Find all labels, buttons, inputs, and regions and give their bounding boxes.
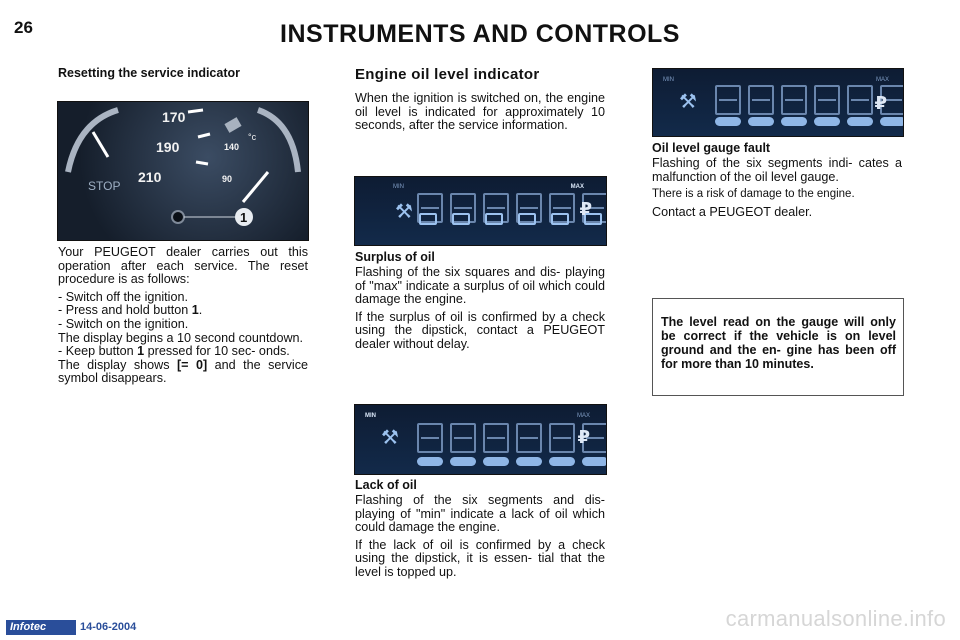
fault-heading: Oil level gauge fault [652, 141, 771, 155]
step-switch-on: - Switch on the ignition. [58, 316, 189, 331]
reset-steps: - Switch off the ignition. - Press and h… [58, 289, 308, 332]
lcd-fault-figure: MIN MAX ⚒ ₽ [652, 68, 904, 137]
footer-date: 14-06-2004 [80, 621, 137, 633]
page-number: 26 [14, 18, 33, 37]
lcd-min-label-active: MIN [365, 413, 376, 419]
callout-1: 1 [240, 210, 247, 225]
note-text: The level read on the gauge will only be… [661, 315, 896, 371]
page-title: INSTRUMENTS AND CONTROLS [280, 20, 680, 48]
display-result: The display shows [= 0] and the service … [58, 357, 308, 386]
temp-label-90: 90 [222, 174, 232, 184]
celsius-label: °c [248, 132, 257, 142]
lcd-lack-figure: MIN MAX ⚒ ₽ [354, 404, 607, 475]
lcd-max-label: MAX [570, 184, 584, 190]
oil-level-icon-2: ₽ [577, 427, 590, 447]
infotec-logo: Infotec [6, 620, 76, 635]
lcd-max-label-3: MAX [875, 77, 889, 83]
lack-p1: Flashing of the six segments and dis- pl… [355, 493, 605, 535]
lcd-max-label-dim: MAX [576, 413, 590, 419]
fault-p2: There is a risk of damage to the engine. [652, 188, 855, 201]
surplus-p2: If the surplus of oil is confirmed by a … [355, 309, 605, 351]
oil-level-icon: ₽ [579, 199, 592, 219]
temp-label-140: 140 [224, 142, 239, 152]
stop-label: STOP [88, 179, 120, 193]
lcd-min-label: MIN [393, 184, 404, 190]
oil-wrench-icon-2: ⚒ [381, 427, 399, 449]
oil-level-intro: When the ignition is switched on, the en… [355, 91, 605, 133]
oil-wrench-icon: ⚒ [395, 201, 413, 223]
oil-level-icon-3: ₽ [874, 93, 887, 113]
oil-wrench-icon-3: ⚒ [679, 91, 697, 113]
step-keep-button: - Keep button 1 pressed for 10 sec- onds… [58, 344, 290, 359]
lcd-min-label-3: MIN [663, 77, 674, 83]
service-indicator-heading: Resetting the service indicator [58, 66, 241, 80]
speed-label-210: 210 [138, 169, 162, 185]
lack-heading: Lack of oil [355, 478, 417, 492]
fault-p3: Contact a PEUGEOT dealer. [652, 204, 813, 219]
step-press-hold: - Press and hold button 1. [58, 303, 203, 318]
countdown-text: The display begins a 10 second countdown… [58, 330, 304, 345]
instrument-cluster-illustration: 1 170 190 210 140 90 °c STOP [65, 107, 301, 226]
reset-intro: Your PEUGEOT dealer carries out this ope… [58, 245, 308, 287]
fault-p1: Flashing of the six segments indi- cates… [652, 156, 902, 184]
lack-p2: If the lack of oil is confirmed by a che… [355, 537, 605, 579]
speed-label-190: 190 [156, 139, 180, 155]
oil-level-heading: Engine oil level indicator [355, 66, 540, 83]
watermark: carmanualsonline.info [725, 606, 946, 631]
speed-label-170: 170 [162, 109, 186, 125]
instrument-cluster-figure: 1 170 190 210 140 90 °c STOP [57, 101, 309, 241]
lcd-surplus-figure: MIN MAX ⚒ ₽ [354, 176, 607, 246]
surplus-heading: Surplus of oil [355, 250, 435, 264]
surplus-p1: Flashing of the six squares and dis- pla… [355, 265, 605, 307]
note-box: The level read on the gauge will only be… [652, 298, 904, 396]
step-switch-off: - Switch off the ignition. [58, 289, 188, 304]
